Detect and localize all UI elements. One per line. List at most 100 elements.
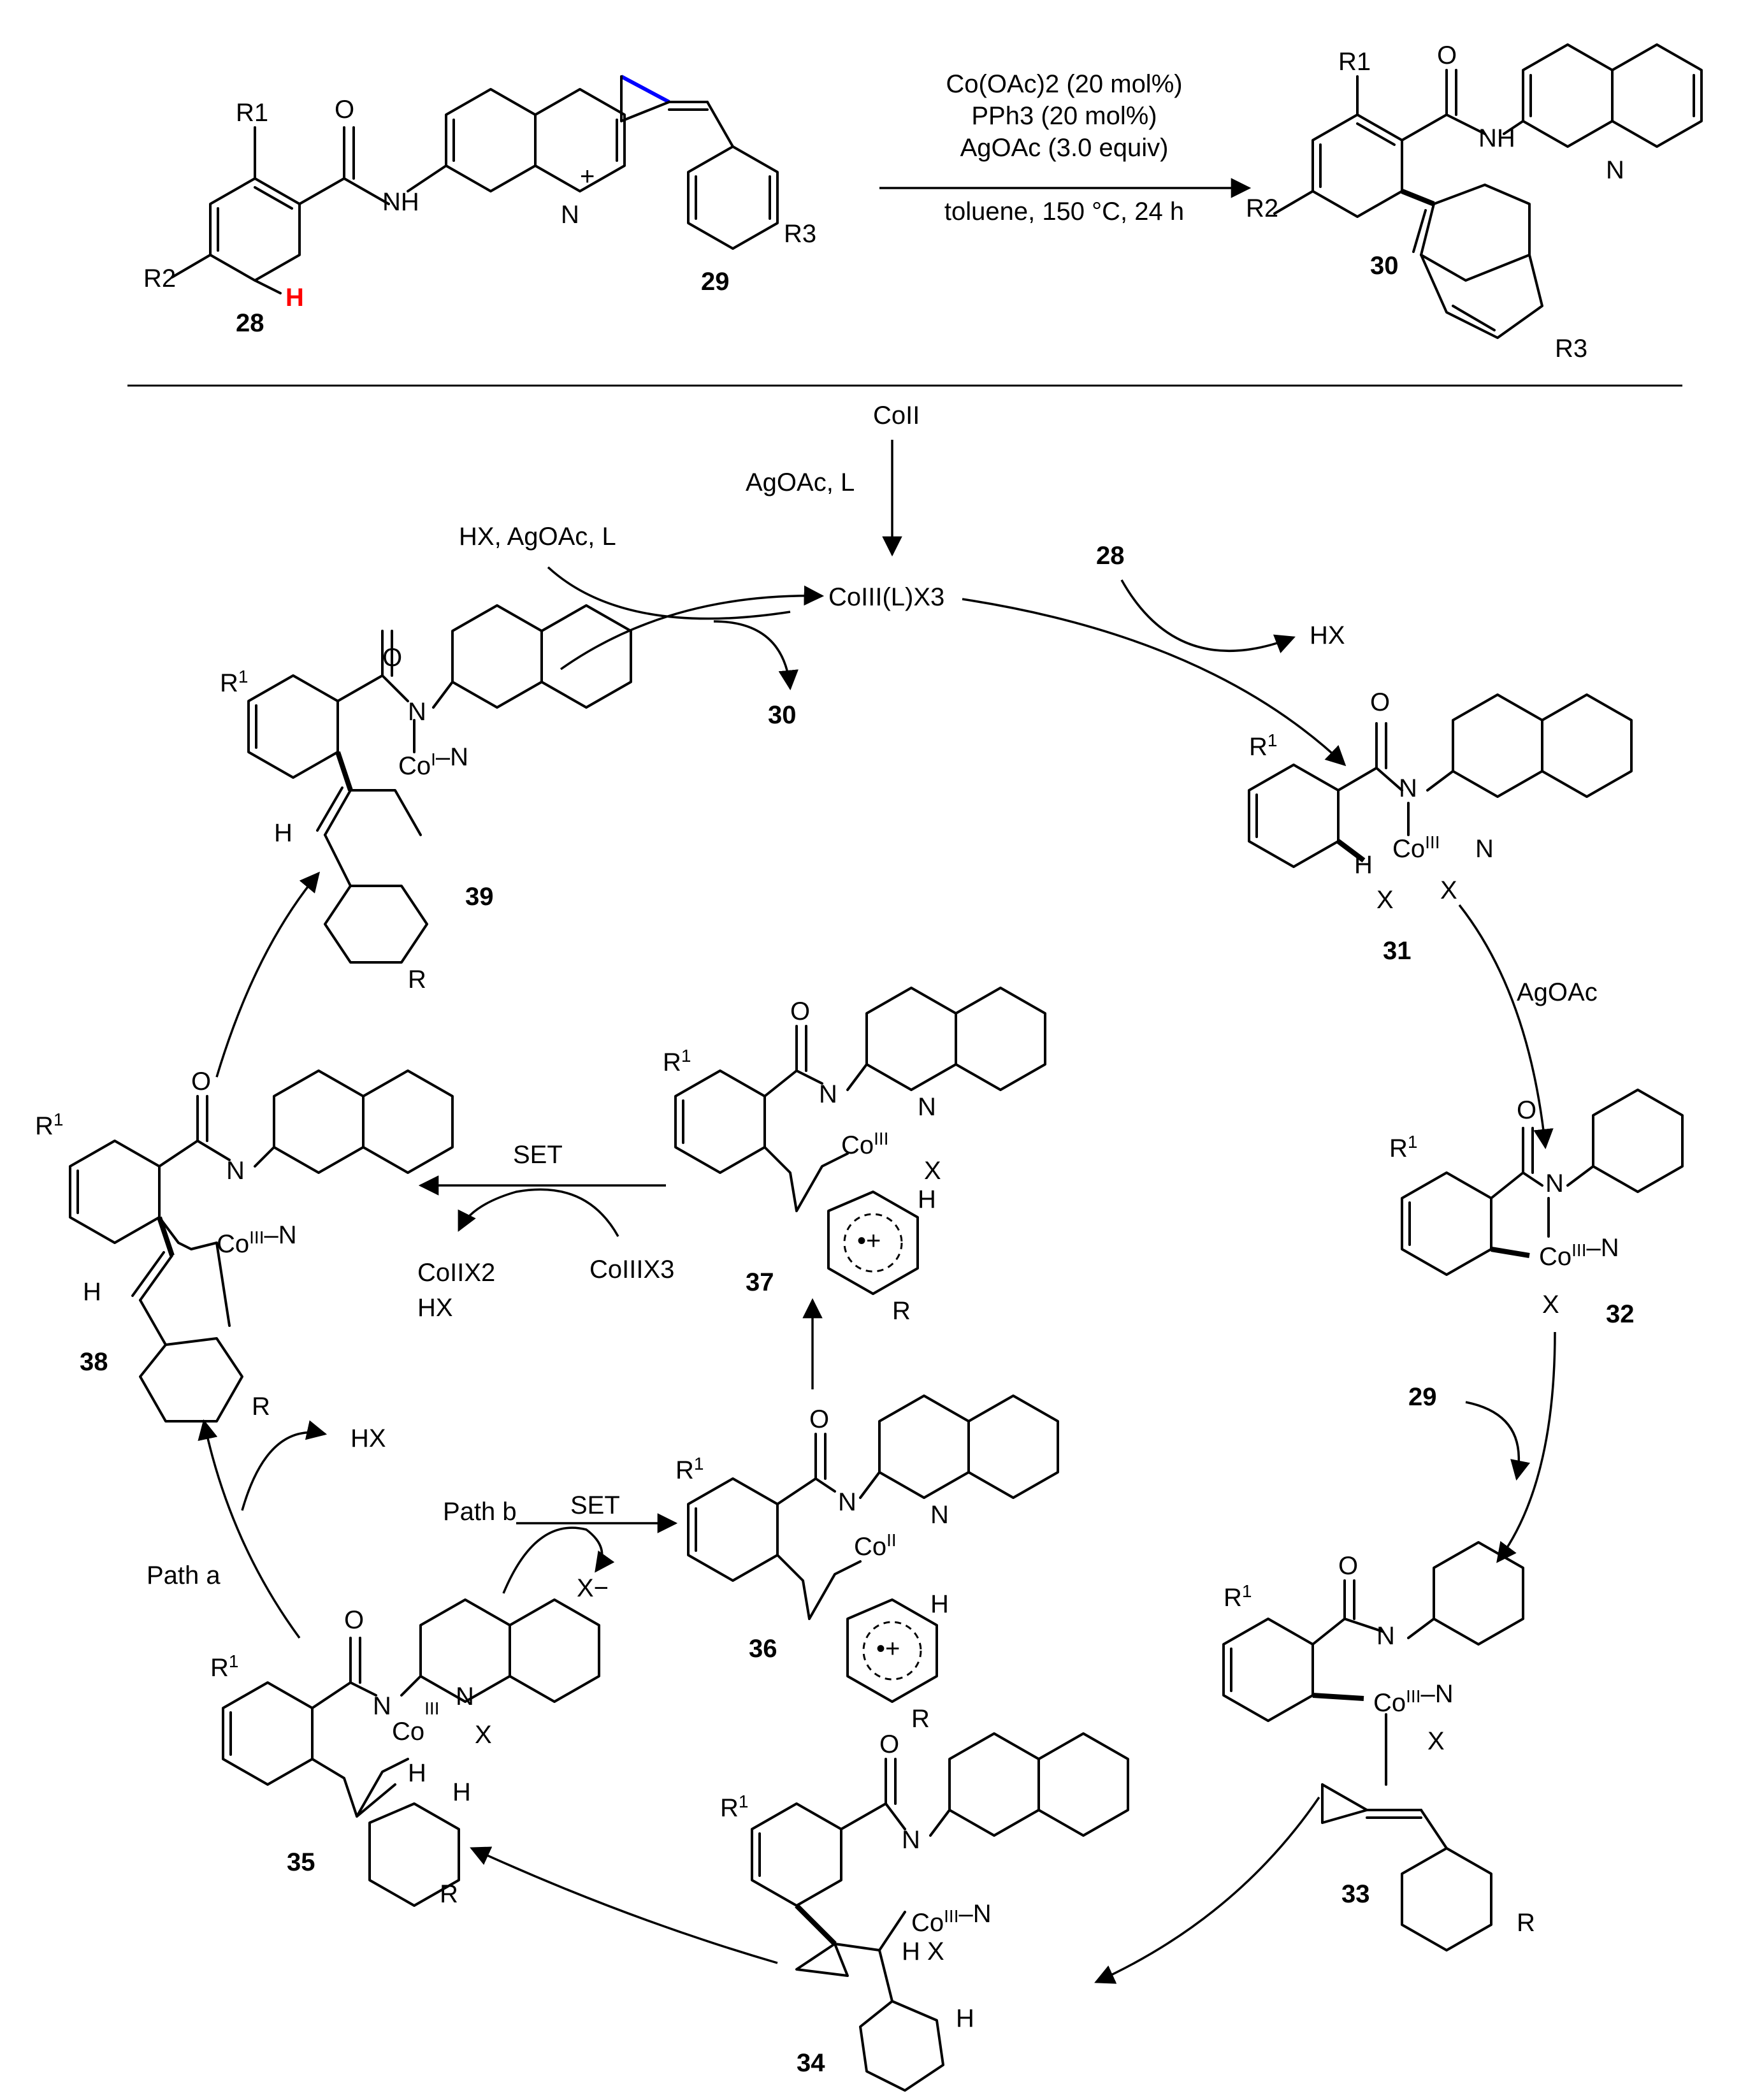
intermediate-34-structure [751,1732,1129,2092]
cycle-arrow-38-to-39 [215,871,321,1078]
x-label-35: X [475,1721,492,1749]
hx-lower-arrow [241,1420,328,1511]
r-label-39: R [408,966,426,994]
n-amide-36: N [838,1488,856,1516]
co-label-37: CoIII [841,1129,888,1159]
o-label-37: O [790,997,810,1025]
cycle-arrow-39-to-active [560,585,825,670]
nh-label-28: NH [382,188,419,216]
n-amide-39: N [408,698,426,726]
o-label-32: O [1517,1096,1536,1124]
n-amide-32: N [1545,1169,1564,1198]
o-label-39: O [382,644,402,672]
intermediate-39-structure [247,604,632,964]
o-label-36: O [809,1405,829,1433]
addition-arrow-29 [1465,1401,1530,1481]
h-label-36: H [930,1590,949,1618]
r1-label-34: R1 [720,1792,748,1822]
n-amide-33: N [1376,1622,1395,1650]
r1-label-38: R1 [35,1110,63,1140]
condition-oxidant: AgOAc (3.0 equiv) [960,134,1169,162]
nh-label-30: NH [1478,124,1515,152]
label-38: 38 [80,1348,108,1376]
label-36: 36 [749,1635,777,1663]
co-label-36: CoII [854,1530,897,1561]
h-highlight-28: H [285,284,304,312]
r-label-38: R [252,1393,270,1421]
n-amide-38: N [226,1157,245,1185]
r-label-33: R [1517,1909,1535,1937]
cycle-arrow-34-to-35 [470,1846,778,1964]
intermediate-38-structure [69,1069,454,1423]
r-label-36: R [911,1705,930,1733]
co-label-32: CoIII–N [1539,1234,1619,1271]
o-label-38: O [191,1068,211,1096]
r1-label-35: R1 [210,1651,238,1682]
input-28-label: 28 [1096,542,1125,570]
label-32: 32 [1606,1300,1635,1328]
co-ii-start: CoII [873,402,920,430]
x-label-32: X [1542,1291,1559,1319]
active-catalyst: CoIII(L)X3 [828,583,944,611]
co-label-33: CoIII–N [1373,1680,1454,1717]
co2x2-label: CoIIX2 [417,1259,495,1287]
h-vinyl-35: H [408,1759,426,1787]
input-29-label: 29 [1408,1383,1437,1411]
h-label-37: H [918,1185,936,1213]
x-minus-release-arrow [502,1526,615,1594]
co-exchange-arrow [458,1188,619,1237]
co-label-34: CoIII–N [911,1900,992,1937]
hx-upper-label: HX [417,1294,453,1322]
product-30-structure [1273,43,1703,339]
n-amide-37: N [819,1080,837,1108]
cycle-arrow-33-to-34 [1094,1797,1320,1984]
n-amide-34: N [902,1826,920,1854]
r3-label-29: R3 [784,220,816,248]
label-35: 35 [287,1848,315,1876]
cycle-arrow-31-to-32 [1458,904,1554,1150]
condition-ligand: PPh3 (20 mol%) [971,102,1157,130]
regeneration-reagents: HX, AgOAc, L [459,523,616,551]
h-label-31: H [1354,851,1373,879]
co-label-38: CoIII–N [217,1221,297,1258]
intermediate-35-structure [222,1598,600,1907]
x2-label-31: X [1440,876,1457,904]
n-label-28: N [561,201,579,229]
r3-label-30: R3 [1555,335,1587,363]
r-label-35: R [440,1880,458,1908]
radical-cation-37: •+ [857,1227,881,1255]
n-quinoline-31: N [1475,835,1494,863]
oxygen-label-30: O [1437,41,1457,69]
radical-cation-36: •+ [876,1635,900,1663]
x-label-33: X [1427,1727,1445,1755]
n-quinoline-35: N [456,1683,474,1711]
substrate-28-structure [171,88,626,294]
co-label-39: CoI–N [398,743,468,780]
r1-label-39: R1 [220,667,248,697]
o-label-31: O [1370,688,1390,716]
h-vinyl-38: H [83,1278,101,1306]
o-label-33: O [1338,1552,1358,1580]
h-aryl-label-34: H [956,2004,974,2032]
co3x3-label: CoIIIX3 [589,1256,674,1284]
intermediate-33-structure [1222,1541,1524,1952]
label-34: 34 [797,2049,825,2077]
condition-solvent: toluene, 150 °C, 24 h [944,198,1184,226]
h-vinyl-39: H [274,819,293,847]
product-release-arrow [713,620,798,691]
set-upper-label: SET [513,1141,563,1169]
n-quinoline-37: N [918,1093,936,1121]
x1-label-31: X [1376,886,1394,914]
hx-lower-label: HX [350,1424,386,1452]
co-label-31: CoIII [1392,832,1440,863]
path-b-label: Path b [443,1498,517,1526]
o-label-34: O [879,1730,899,1758]
r2-label-28: R2 [143,264,176,293]
intermediate-37-structure [674,987,1046,1295]
label-37: 37 [746,1268,774,1296]
substrate-29-structure [620,75,779,250]
intermediate-36-structure [687,1394,1059,1703]
compound-label-29: 29 [701,268,730,296]
r1-label-32: R1 [1389,1132,1417,1162]
